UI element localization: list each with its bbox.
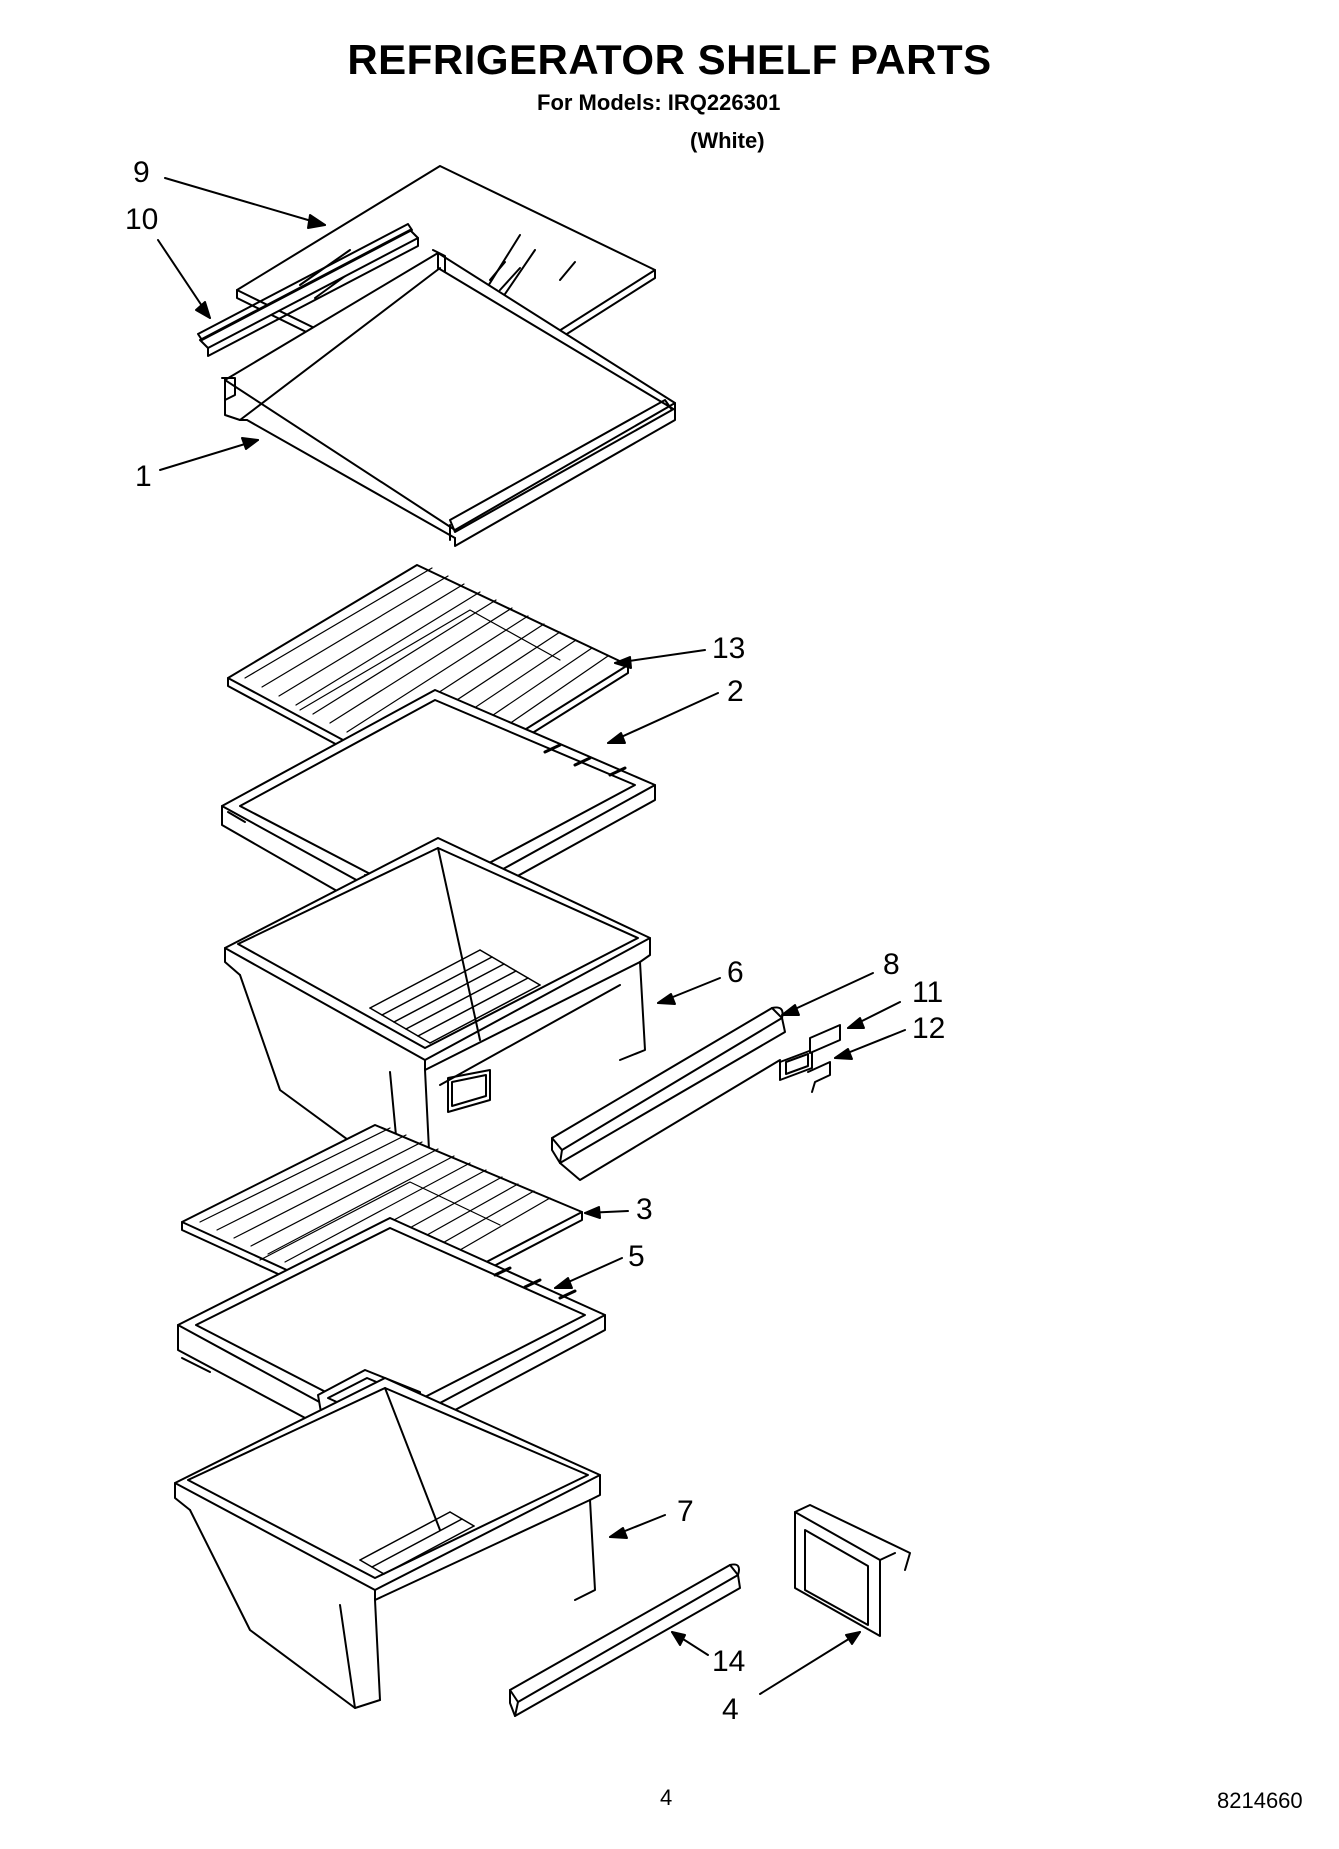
humidity-slide [808,1025,840,1092]
upper-pan-rail [552,1007,785,1180]
callout-14: 14 [712,1645,746,1678]
callout-3: 3 [636,1193,653,1226]
leader-arrows [158,178,905,1694]
callout-11: 11 [912,976,944,1009]
upper-crisper-pan [225,838,650,1178]
shelf-frame [222,250,675,546]
shelf-trim [198,224,418,356]
callout-2: 2 [727,675,744,708]
callout-5: 5 [628,1240,645,1273]
callout-13: 13 [712,632,746,665]
callout-6: 6 [727,956,744,989]
lower-pan-rail [510,1564,740,1716]
pan-end-bracket [795,1505,910,1636]
callout-1: 1 [135,460,152,493]
lower-crisper-pan [175,1378,600,1708]
callout-9: 9 [133,156,150,189]
models-line: For Models: IRQ226301 [537,90,781,115]
callout-7: 7 [677,1495,694,1528]
page-title: REFRIGERATOR SHELF PARTS [347,36,992,83]
color-line: (White) [690,128,765,153]
callout-8: 8 [883,948,900,981]
callout-12: 12 [912,1012,946,1045]
callout-4: 4 [722,1693,739,1726]
document-number: 8214660 [1217,1788,1303,1813]
callout-10: 10 [125,203,159,236]
humidity-control-housing [780,1050,812,1080]
page-number: 4 [660,1785,673,1810]
